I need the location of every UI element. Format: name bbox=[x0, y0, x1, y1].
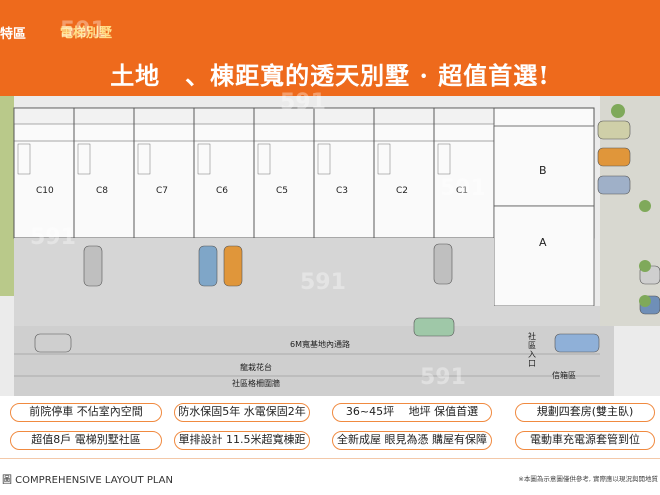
feature-pill: 超值8戶 電梯別墅社區 bbox=[10, 431, 162, 450]
site-plan-drawing bbox=[0, 96, 660, 396]
unit-label: C2 bbox=[396, 186, 409, 196]
tag-district: 特區 bbox=[0, 27, 27, 42]
unit-label: B bbox=[539, 164, 547, 177]
car bbox=[597, 120, 631, 140]
car bbox=[34, 333, 72, 353]
feature-pill: 電動車充電源套管到位 bbox=[515, 431, 655, 450]
feature-pill: 規劃四套房(雙主臥) bbox=[515, 403, 655, 422]
car bbox=[597, 175, 631, 195]
feature-pill: 36~45坪 地坪 保值首選 bbox=[332, 403, 492, 422]
unit-label: C6 bbox=[216, 186, 229, 196]
mailbox-label: 信箱區 bbox=[552, 371, 576, 380]
unit-label: C10 bbox=[36, 186, 54, 196]
unit-label: A bbox=[539, 236, 547, 249]
tag-elevator-villa: 電梯別墅 bbox=[60, 26, 113, 41]
garden-label: 龍栽花台 bbox=[240, 363, 272, 372]
unit-label: C5 bbox=[276, 186, 289, 196]
feature-pill: 全新成屋 眼見為憑 購屋有保障 bbox=[332, 431, 492, 450]
unit-label: C8 bbox=[96, 186, 109, 196]
unit-label: C7 bbox=[156, 186, 169, 196]
unit-label: C3 bbox=[336, 186, 349, 196]
grass-left bbox=[0, 96, 14, 296]
feature-pill: 單排設計 11.5米超寬棟距 bbox=[174, 431, 310, 450]
features-panel: 前院停車 不佔室內空間防水保固5年 水電保固2年 36~45坪 地坪 保值首選 規劃… bbox=[0, 396, 660, 458]
headline: 土地 、棟距寬的透天別墅 · 超值首選! bbox=[110, 61, 550, 90]
car bbox=[223, 245, 243, 287]
feature-pill: 防水保固5年 水電保固2年 bbox=[174, 403, 310, 422]
car bbox=[597, 147, 631, 167]
lower-road bbox=[14, 326, 614, 396]
feature-pill: 前院停車 不佔室內空間 bbox=[10, 403, 162, 422]
car bbox=[198, 245, 218, 287]
driveway bbox=[14, 238, 600, 326]
car bbox=[554, 333, 600, 353]
unit-label: C1 bbox=[456, 186, 469, 196]
site-plan: 6M寬基地內通路 龍栽花台 社區格柵圍牆 社區入口 信箱區 C10 C8 C7 C6 C… bbox=[0, 96, 660, 396]
unit-a-outline bbox=[493, 205, 595, 307]
footer: 圖 COMPREHENSIVE LAYOUT PLAN ※本圖為示意圖僅供參考,… bbox=[0, 458, 660, 495]
disclaimer-note: ※本圖為示意圖僅供參考, 實際應以現況與開地質 bbox=[518, 475, 658, 483]
road-label: 6M寬基地內通路 bbox=[290, 340, 350, 349]
fence-label: 社區格柵圍牆 bbox=[232, 379, 280, 388]
car bbox=[433, 243, 453, 285]
car bbox=[413, 317, 455, 337]
top-tags: 特區 電梯別墅 bbox=[0, 0, 660, 44]
unit-b-outline bbox=[493, 125, 595, 207]
entrance-label: 社區入口 bbox=[528, 332, 536, 368]
layout-plan-title: 圖 COMPREHENSIVE LAYOUT PLAN bbox=[2, 475, 173, 486]
car bbox=[83, 245, 103, 287]
